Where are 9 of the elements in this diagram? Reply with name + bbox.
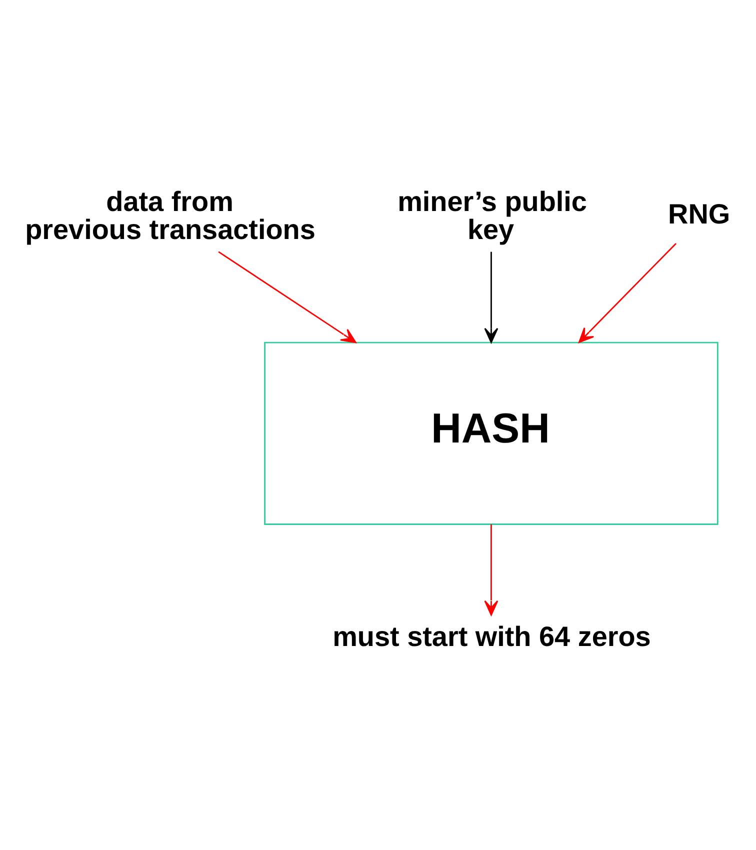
node-text: data from previous transactions — [25, 186, 316, 246]
node-text: must start with 64 zeros — [332, 620, 651, 652]
node-text: RNG — [668, 198, 730, 230]
arrow — [218, 251, 356, 344]
node-box: HASH — [264, 342, 718, 525]
arrow — [484, 524, 498, 616]
arrow — [578, 243, 676, 343]
node-text: miner’s public key — [398, 186, 587, 246]
arrow — [484, 252, 498, 344]
